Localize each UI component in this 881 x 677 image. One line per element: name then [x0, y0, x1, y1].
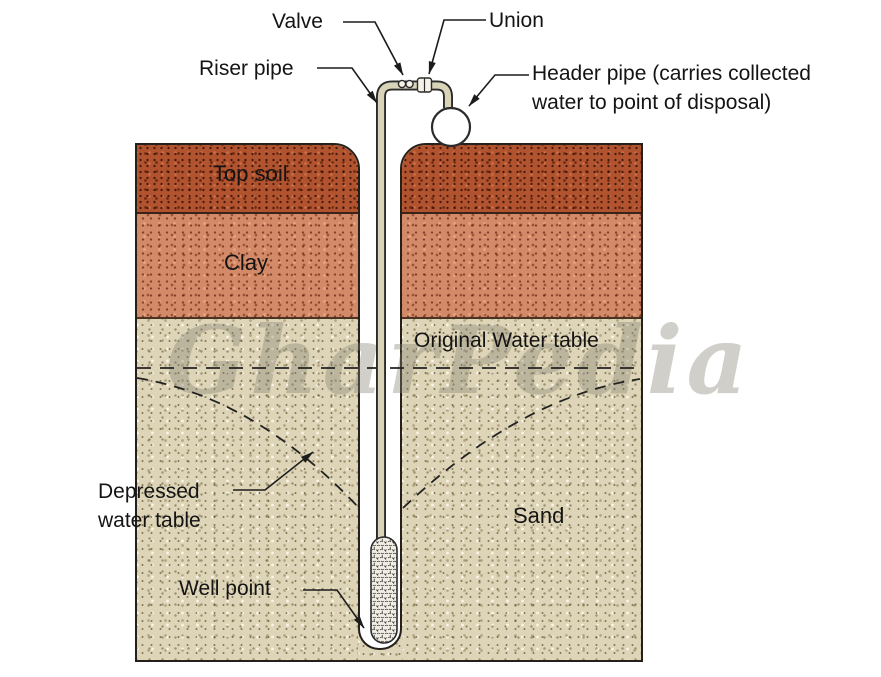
union-label: Union [489, 9, 544, 32]
clay-layer-right [402, 214, 641, 319]
original-water-table-label: Original Water table [414, 329, 599, 352]
riser-pipe-leader-line [317, 67, 378, 104]
header-pipe-label: Header pipe (carries collected water to p… [532, 59, 811, 117]
clay-layer-left [137, 214, 358, 319]
depressed-water-table-label-line2: water table [98, 509, 201, 532]
well-point-leader-line [303, 589, 365, 629]
sand-layer-right [402, 319, 641, 660]
header-pipe [430, 106, 472, 148]
depressed-water-table-curve-right [402, 378, 641, 509]
header-pipe-label-line1: Header pipe (carries collected [532, 62, 811, 85]
depressed-water-table-curve-left [136, 377, 360, 509]
valve-label: Valve [272, 10, 323, 33]
header-pipe-leader-line [468, 74, 529, 107]
depressed-water-table-leader-line [233, 451, 314, 491]
valve-leader-line [343, 21, 404, 76]
union-leader-line [428, 19, 486, 75]
clay-label: Clay [224, 250, 269, 275]
top-soil-layer-right [402, 145, 641, 214]
header-pipe-label-line2: water to point of disposal) [532, 91, 772, 114]
well-point [370, 536, 398, 644]
depressed-water-table-label-line1: Depressed [98, 480, 200, 503]
sand-label: Sand [513, 503, 565, 528]
riser-pipe-label: Riser pipe [199, 57, 294, 80]
top-soil-layer-left [137, 145, 358, 214]
union-fitting [416, 77, 433, 93]
well-point-label: Well point [179, 577, 271, 600]
depressed-water-table-label: Depressed water table [98, 477, 201, 535]
riser-pipe [376, 80, 453, 542]
top-soil-label: Top soil [213, 161, 288, 186]
soil-block-right [400, 143, 643, 662]
soil-block-left [135, 143, 360, 662]
valve-fitting [397, 79, 414, 89]
